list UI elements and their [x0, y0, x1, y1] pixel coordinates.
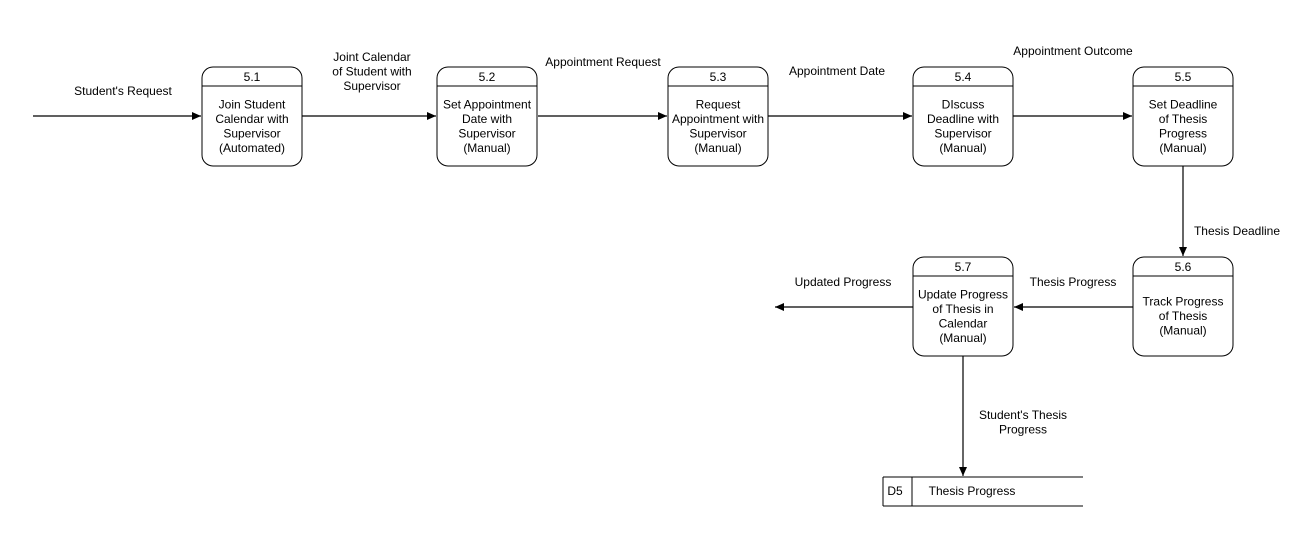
process-box	[912, 66, 1014, 167]
process-id: 5.7	[955, 260, 972, 274]
process-label-line: Update Progress	[918, 287, 1008, 301]
process-id: 5.6	[1175, 260, 1192, 274]
process-box	[201, 66, 303, 167]
process-label-line: Track Progress	[1143, 295, 1224, 309]
process-label-line: DIscuss	[942, 97, 985, 111]
process-label-line: Set Appointment	[443, 97, 532, 111]
flow-label-appointment-outcome: Appointment Outcome	[1013, 44, 1133, 58]
process-label-line: Date with	[462, 112, 512, 126]
process-label-line: Set Deadline	[1149, 97, 1218, 111]
flow-label-line: Progress	[999, 423, 1047, 437]
process-label-line: Supervisor	[689, 126, 746, 140]
flow-label-appointment-request: Appointment Request	[545, 55, 661, 69]
process-label-line: Request	[696, 97, 741, 111]
process-id: 5.5	[1175, 70, 1192, 84]
datastore-d5: D5 Thesis Progress	[882, 476, 1083, 507]
flow-label-line: Student's Thesis	[979, 408, 1067, 422]
process-box	[667, 66, 769, 167]
process-label-line: Calendar	[939, 316, 988, 330]
process-box	[436, 66, 538, 167]
process-label-line: of Thesis in	[932, 302, 993, 316]
process-label-line: (Manual)	[1159, 324, 1206, 338]
process-label-line: (Manual)	[463, 141, 510, 155]
flow-label-line: Appointment Date	[789, 64, 885, 78]
process-label-line: (Manual)	[939, 331, 986, 345]
flow-label-line: of Student with	[332, 65, 411, 79]
flow-arrows	[33, 112, 1187, 476]
datastore-id: D5	[887, 484, 903, 498]
flow-label-line: Thesis Deadline	[1194, 224, 1280, 238]
process-box	[1132, 256, 1234, 357]
flow-label-line: Joint Calendar	[333, 50, 410, 64]
process-label-line: (Manual)	[694, 141, 741, 155]
process-label-line: (Manual)	[939, 141, 986, 155]
flow-label-updated-progress: Updated Progress	[795, 275, 892, 289]
process-label-line: Supervisor	[458, 126, 515, 140]
datastore-name: Thesis Progress	[929, 484, 1016, 498]
flow-label-appointment-date: Appointment Date	[789, 64, 885, 78]
flow-label-line: Student's Request	[74, 84, 172, 98]
process-id: 5.2	[479, 70, 496, 84]
process-label-line: (Manual)	[1159, 141, 1206, 155]
process-box	[912, 256, 1014, 357]
process-label-line: Join Student	[219, 97, 286, 111]
process-id: 5.3	[710, 70, 727, 84]
flow-label-line: Appointment Outcome	[1013, 44, 1133, 58]
flow-label-student-request: Student's Request	[74, 84, 172, 98]
process-label-line: of Thesis	[1159, 309, 1207, 323]
process-box	[1132, 66, 1234, 167]
flow-label-line: Thesis Progress	[1030, 275, 1117, 289]
process-label-line: of Thesis	[1159, 112, 1207, 126]
process-label-line: Calendar with	[215, 112, 288, 126]
flow-label-thesis-deadline: Thesis Deadline	[1194, 224, 1280, 238]
flow-label-line: Appointment Request	[545, 55, 661, 69]
process-label-line: Deadline with	[927, 112, 999, 126]
process-id: 5.1	[244, 70, 261, 84]
flow-label-line: Updated Progress	[795, 275, 892, 289]
process-label-line: Supervisor	[223, 126, 280, 140]
process-label-line: Supervisor	[934, 126, 991, 140]
process-label-line: Appointment with	[672, 112, 764, 126]
flow-label-thesis-progress: Thesis Progress	[1030, 275, 1117, 289]
process-label-line: Progress	[1159, 126, 1207, 140]
flow-label-line: Supervisor	[343, 79, 400, 93]
process-label-line: (Automated)	[219, 141, 285, 155]
process-id: 5.4	[955, 70, 972, 84]
